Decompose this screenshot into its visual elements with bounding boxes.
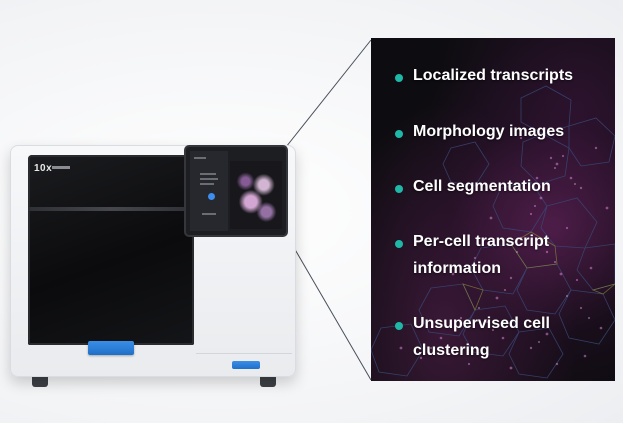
xenium-instrument: 10x [10,145,296,377]
bullet-dot-icon [395,74,403,82]
instrument-foot-right [260,377,276,387]
bullet-dot-icon [395,185,403,193]
instrument-foot-left [32,377,48,387]
instrument-door: 10x [28,155,194,345]
feature-bullet-list: Localized transcripts Morphology images … [371,38,615,381]
bullet-label: Cell segmentation [413,178,551,195]
feature-callout-panel: Localized transcripts Morphology images … [371,38,615,381]
bullet-label: Per-cell transcript information [413,233,550,277]
bullet-label: Unsupervised cell clustering [413,315,550,359]
bullet-dot-icon [395,130,403,138]
bullet-dot-icon [395,322,403,330]
screen-line [200,183,214,185]
screen-line [194,157,206,159]
screen-line [200,173,216,175]
screen-tissue-image [230,161,282,229]
drawer-handle [232,361,260,369]
door-handle [88,341,134,355]
brand-logo: 10x [34,163,53,174]
bullet-dot-icon [395,240,403,248]
lower-drawer-panel [196,353,292,376]
instrument-touchscreen [186,147,286,235]
cell-segmentation-background [371,85,615,379]
screen-line [202,213,216,215]
bullet-label: Localized transcripts [413,67,574,84]
screen-start-icon [208,193,215,200]
bullet-label: Morphology images [413,123,565,140]
screen-line [200,178,218,180]
brand-logo-subtext [52,166,70,169]
door-stripe [28,207,194,211]
screen-sidebar [190,151,228,231]
